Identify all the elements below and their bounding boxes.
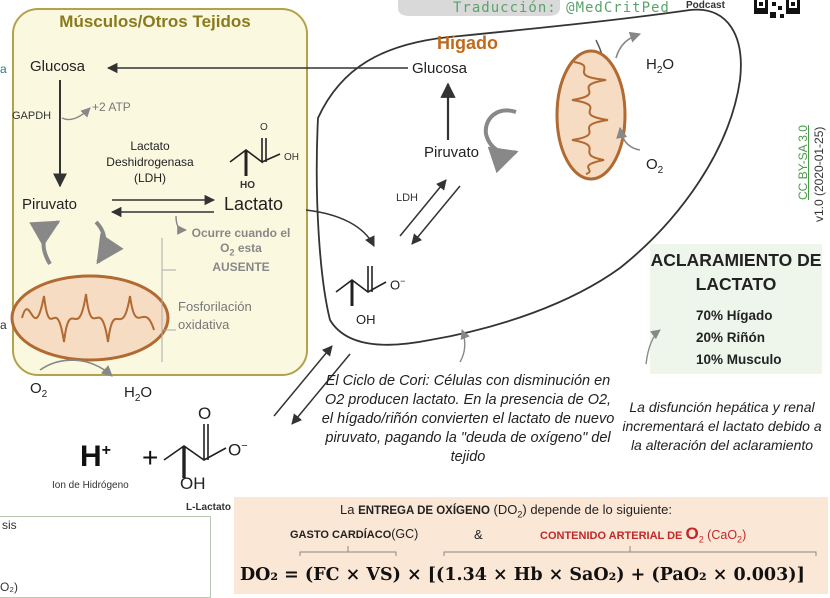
liver-to-reaction-arrow [291,353,351,425]
liver-cycle-arrow [483,108,519,174]
cori-pointer-arrow [459,329,470,363]
reaction-mol-o-top: O [198,404,212,423]
liver-outline [315,8,742,346]
cao2-brace [443,546,817,556]
left-fragment-sis: sis [2,518,17,532]
plus-sign: + [142,442,159,473]
lactate-molecule-liver-icon [335,266,387,306]
disfuncion-text: La disfunción hepática y renal increment… [622,399,822,453]
lactate-molecule-muscle-icon [229,138,281,176]
lactate-clearance-title: ACLARAMIENTO DE LACTATO [650,250,822,294]
l-lactate-label: L-Lactato [186,502,231,513]
muscle-mol-o: O [260,122,268,133]
clearance-item-muscle: 10% Musculo [696,352,782,367]
header-pill [398,0,560,16]
ldh-enzyme-label: Lactato Deshidrogenasa (LDH) [106,139,194,185]
liver-o2-label: O2 [646,156,664,176]
muscle-h2o-label: H2O [124,384,153,404]
gapdh-label: GAPDH [12,110,52,122]
clearance-item-liver: 70% Hígado [696,308,773,323]
reaction-to-liver-arrow [273,345,333,417]
hydrogen-ion-symbol: H+ [80,440,112,473]
l-lactate-molecule-icon [163,424,227,478]
muscle-cycle-arrow-right [94,220,124,265]
contenido-arterial-label: CONTENIDO ARTERIAL DE O2 (CaO2) [540,524,747,545]
left-fragment-a-top: a [0,62,7,76]
qr-code-icon [752,0,804,20]
reaction-mol-o: O− [228,440,248,460]
cc-license-link[interactable]: CC BY-SA 3.0 [796,125,810,200]
muscle-o2-label: O2 [30,380,48,400]
cori-cycle-text: El Ciclo de Cori: Células con disminució… [321,373,615,465]
liver-h2o-arrow [615,31,642,59]
version-label: v1.0 (2020-01-25) [812,126,826,222]
do2-formula: DO₂ = (FC × VS) × [(1.34 × Hb × SaO₂) + … [240,565,805,585]
podcast-label: Podcast [686,0,725,11]
o2-h2o-curve-arrow [39,359,113,377]
gasto-cardiaco-label: GASTO CARDÍACO(GC) [290,527,419,541]
reaction-mol-oh: OH [180,474,206,493]
liver-pyruvate-to-lactate-arrow [411,185,461,245]
translation-credit: Traducción: @MedCritPed [453,0,670,16]
muscle-lactate-label: Lactato [224,194,284,214]
lactate-to-liver-arrow [305,209,375,247]
liver-glucose-label: Glucosa [412,60,468,77]
muscle-mitochondrion-icon [10,274,170,362]
liver-ldh-label: LDH [396,192,419,204]
liver-o2-arrow [616,126,641,151]
muscle-panel-title: Músculos/Otros Tejidos [59,12,251,31]
left-fragment-a-mid: a [0,318,7,332]
muscle-mol-oh: OH [284,152,299,163]
liver-mol-o: O− [390,276,406,293]
gc-brace [299,546,397,556]
disfuncion-pointer-arrow [645,329,661,365]
atp-curve-arrow [61,107,91,121]
clearance-item-kidney: 20% Riñón [696,330,766,345]
liver-lactate-to-pyruvate-arrow [399,179,447,237]
left-bottom-panel [0,516,211,598]
oxygen-delivery-panel [234,497,828,594]
atp-label: +2 ATP [92,100,131,114]
ocurre-curve-arrow [175,215,187,235]
ampersand: & [474,527,483,542]
liver-title: Hígado [437,33,498,53]
liver-h2o-label: H2O [646,56,675,76]
liver-pyruvate-label: Piruvato [424,144,480,161]
do2-intro: La ENTREGA DE OXÍGENO (DO2) depende de l… [340,502,673,520]
lactate-clearance-panel [650,244,822,374]
muscle-glucose-label: Glucosa [30,58,86,75]
liver-mitochondrion-icon [555,49,627,181]
muscle-mol-ho: HO [240,180,255,191]
muscle-cycle-arrow-left [29,220,61,266]
fosforilacion-label: Fosforilación oxidativa [178,299,252,332]
left-fragment-o2: O₂) [0,580,18,594]
liver-mol-oh: OH [356,312,376,327]
muscle-pyruvate-label: Piruvato [22,196,78,213]
hydrogen-ion-label: Ion de Hidrógeno [52,480,129,491]
